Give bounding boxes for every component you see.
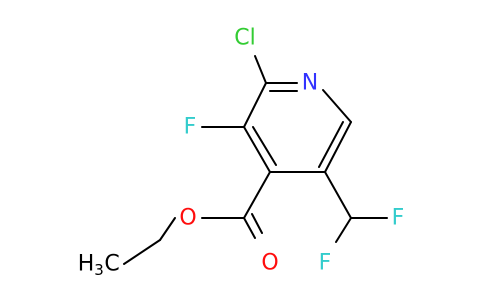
atom-methyl-h: H [78,252,95,277]
bond-c3-c2 [243,82,267,128]
bond-ch2-ch3 [123,239,161,265]
bond-c4-c3 [243,126,271,173]
atom-cl: Cl [234,26,255,51]
bond-c4-c3-double [252,126,277,166]
atom-f-bottom: F [319,251,332,276]
atom-o-carbonyl: O [261,251,278,276]
atom-methyl-sub: 3 [94,261,104,279]
bond-c2-cl [254,55,267,84]
bond-c6-c5 [324,121,352,173]
atom-methyl-c: C [104,252,119,277]
atom-n: N [302,71,318,96]
bond-c4-carbonyl-c [243,171,271,219]
atom-f-ring: F [184,115,197,140]
atom-o-ester: O [179,206,196,231]
bond-carbonyl-c-o-double [251,213,263,234]
bond-c6-c5-double [318,121,344,168]
bond-c5-chf2 [324,171,352,219]
bond-carbonyl-c-o [243,217,256,239]
bond-o-ch2 [159,217,176,241]
bond-chf2-f-bottom [335,217,352,243]
bond-n-c6 [322,89,352,123]
atom-f-top: F [392,206,405,231]
